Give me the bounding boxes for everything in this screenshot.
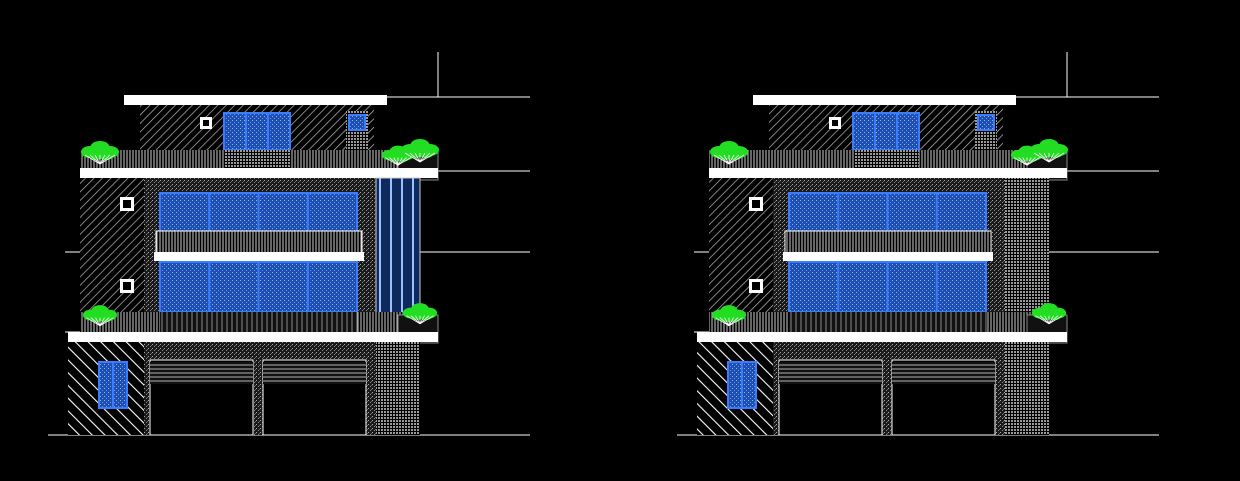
elevation-left: [48, 52, 530, 436]
lower-window: [788, 261, 987, 313]
first-floor-slab: [68, 332, 438, 342]
roof-slab: [124, 95, 387, 105]
upper-window: [159, 192, 358, 234]
top-floor-window: [223, 112, 291, 151]
plant-icon: [81, 141, 119, 165]
balcony-railing: [155, 230, 363, 254]
plant-icon: [402, 303, 438, 325]
first-floor-slab: [697, 332, 1067, 342]
ground-door-window: [98, 361, 128, 409]
rolling-shutter: [892, 362, 995, 384]
top-floor-window: [852, 112, 920, 151]
ground-door-window: [727, 361, 757, 409]
plant-icon: [82, 305, 118, 327]
balcony-slab: [154, 252, 364, 261]
terrace-slab: [80, 168, 438, 178]
upper-window: [788, 192, 987, 234]
top-small-window: [977, 114, 995, 131]
rolling-shutter: [779, 362, 882, 384]
plant-icon: [1030, 139, 1068, 163]
roof-slab: [753, 95, 1016, 105]
terrace-slab: [709, 168, 1067, 178]
rolling-shutter: [263, 362, 366, 384]
ground-right-column: [1005, 342, 1049, 435]
plant-icon: [711, 305, 747, 327]
plant-icon: [1031, 303, 1067, 325]
ground-right-column: [376, 342, 420, 435]
plant-icon: [401, 139, 439, 163]
balcony-slab: [783, 252, 993, 261]
plant-icon: [710, 141, 748, 165]
balcony-railing: [784, 230, 992, 254]
lower-window: [159, 261, 358, 313]
elevation-right: [677, 52, 1159, 436]
top-small-window: [348, 114, 366, 131]
rolling-shutter: [150, 362, 253, 384]
